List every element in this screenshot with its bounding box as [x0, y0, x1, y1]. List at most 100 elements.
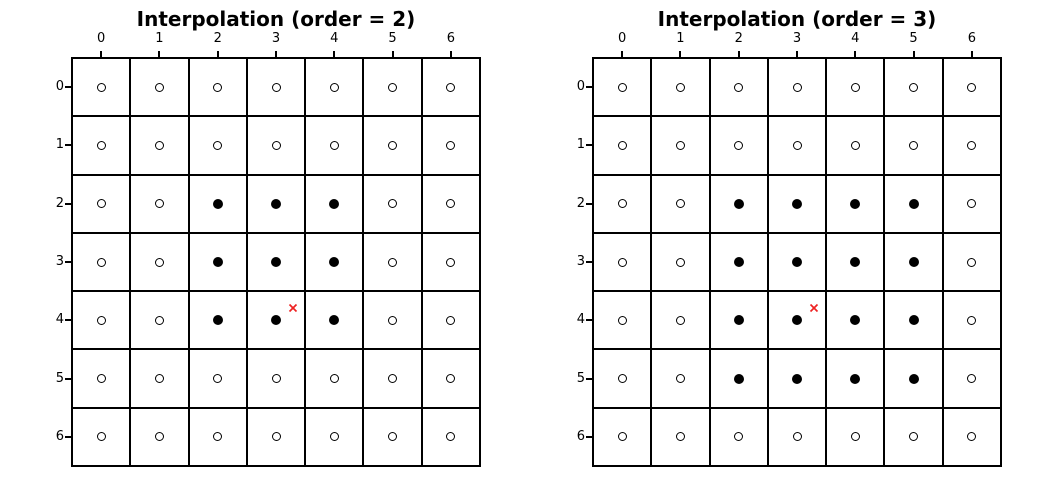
x-tick-label: 1	[155, 31, 164, 46]
filled-circle-marker	[271, 257, 281, 267]
grid-line-horizontal	[71, 465, 481, 467]
grid-line-vertical	[246, 57, 248, 467]
filled-circle-marker	[271, 315, 281, 326]
open-circle-marker	[329, 432, 339, 442]
open-circle-marker	[213, 432, 223, 442]
x-axis-tick	[216, 51, 219, 57]
filled-circle-marker	[733, 315, 744, 326]
x-axis-tick	[970, 51, 973, 57]
open-circle-marker	[617, 315, 627, 325]
filled-circle-marker	[271, 198, 281, 209]
y-axis-tick	[65, 435, 71, 438]
open-circle-marker	[388, 315, 398, 325]
grid-line-horizontal	[71, 115, 481, 117]
open-circle-marker	[329, 140, 339, 150]
filled-circle-marker	[792, 315, 802, 326]
x-tick-label: 4	[330, 31, 339, 46]
y-tick-label: 1	[576, 137, 585, 153]
x-tick-label: 6	[446, 31, 455, 46]
open-circle-marker	[213, 140, 223, 150]
grid-line-horizontal	[592, 407, 1002, 409]
open-circle-marker	[271, 374, 281, 384]
grid-line-horizontal	[592, 115, 1002, 117]
filled-circle-marker	[733, 373, 744, 384]
x-axis-tick	[158, 51, 161, 57]
grid-line-vertical	[592, 57, 594, 467]
filled-circle-marker	[792, 198, 802, 209]
grid-line-vertical	[1000, 57, 1002, 467]
open-circle-marker	[675, 315, 685, 325]
filled-circle-marker	[329, 315, 340, 326]
grid-line-vertical	[188, 57, 190, 467]
open-circle-marker	[675, 257, 685, 267]
x-axis-tick	[333, 51, 336, 57]
grid-line-vertical	[883, 57, 885, 467]
open-circle-marker	[734, 140, 744, 150]
chart-title-order-3: Interpolation (order = 3)	[657, 7, 937, 31]
y-tick-label: 5	[576, 370, 585, 386]
filled-circle-marker	[792, 373, 802, 384]
grid-line-horizontal	[71, 232, 481, 234]
y-axis-tick	[586, 319, 592, 322]
open-circle-marker	[154, 140, 164, 150]
open-circle-marker	[909, 432, 919, 442]
grid-line-vertical	[825, 57, 827, 467]
open-circle-marker	[446, 140, 456, 150]
open-circle-marker	[154, 199, 164, 209]
open-circle-marker	[446, 374, 456, 384]
x-tick-label: 0	[618, 31, 627, 46]
y-tick-label: 1	[55, 137, 64, 153]
filled-circle-marker	[850, 198, 861, 209]
x-marker-icon	[289, 303, 298, 312]
y-tick-label: 0	[576, 79, 585, 95]
open-circle-marker	[271, 140, 281, 150]
grid-line-vertical	[129, 57, 131, 467]
filled-circle-marker	[908, 315, 919, 326]
x-tick-label: 0	[97, 31, 106, 46]
open-circle-marker	[617, 140, 627, 150]
x-axis-tick	[737, 51, 740, 57]
filled-circle-marker	[792, 257, 802, 267]
y-axis-tick	[65, 377, 71, 380]
x-axis-tick	[621, 51, 624, 57]
y-axis-tick	[65, 319, 71, 322]
open-circle-marker	[967, 82, 977, 92]
open-circle-marker	[329, 82, 339, 92]
filled-circle-marker	[908, 257, 919, 267]
open-circle-marker	[446, 315, 456, 325]
x-tick-label: 2	[213, 31, 222, 46]
y-tick-label: 3	[55, 254, 64, 269]
open-circle-marker	[271, 432, 281, 442]
open-circle-marker	[96, 374, 106, 384]
open-circle-marker	[617, 199, 627, 209]
open-circle-marker	[329, 374, 339, 384]
grid-line-horizontal	[592, 348, 1002, 350]
open-circle-marker	[792, 82, 802, 92]
y-tick-label: 4	[576, 312, 585, 328]
x-tick-label: 5	[909, 31, 918, 46]
grid-line-vertical	[650, 57, 652, 467]
y-tick-label: 0	[55, 79, 64, 95]
x-tick-label: 3	[271, 31, 281, 46]
grid-line-horizontal	[71, 290, 481, 292]
open-circle-marker	[675, 140, 685, 150]
open-circle-marker	[96, 257, 106, 267]
filled-circle-marker	[850, 315, 861, 326]
grid-line-horizontal	[592, 465, 1002, 467]
grid-line-vertical	[362, 57, 364, 467]
open-circle-marker	[909, 82, 919, 92]
grid-line-vertical	[767, 57, 769, 467]
y-axis-tick	[586, 377, 592, 380]
grid-line-horizontal	[592, 290, 1002, 292]
open-circle-marker	[850, 82, 860, 92]
open-circle-marker	[850, 140, 860, 150]
open-circle-marker	[96, 432, 106, 442]
grid-line-horizontal	[71, 407, 481, 409]
open-circle-marker	[617, 257, 627, 267]
y-tick-label: 6	[55, 428, 64, 444]
open-circle-marker	[967, 374, 977, 384]
open-circle-marker	[154, 374, 164, 384]
filled-circle-marker	[212, 198, 223, 209]
